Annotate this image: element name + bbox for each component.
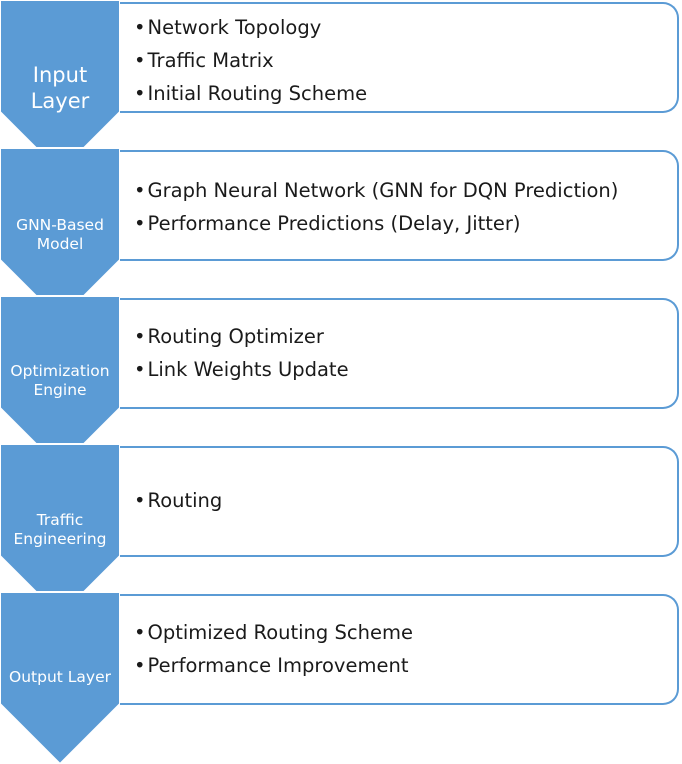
stage-label-line1: Output Layer — [9, 668, 111, 687]
list-item: Traffic Matrix — [120, 44, 677, 77]
list-item: Link Weights Update — [120, 353, 677, 386]
stage-label-line1: Traffic — [36, 510, 84, 529]
chevron-gnn-based-model — [0, 147, 121, 322]
stage-box-traffic-engineering: Routing — [120, 446, 679, 557]
stage-label-line1: Input — [32, 62, 88, 87]
stage-label-line2: Engineering — [13, 530, 107, 548]
list-item: Performance Improvement — [120, 649, 677, 682]
stage-label-line1: Optimization — [10, 361, 110, 380]
stage-label-line2: Model — [36, 235, 84, 253]
stage-label-line1: GNN-Based — [16, 215, 104, 234]
stage-box-gnn-based-model: Graph Neural Network (GNN for DQN Predic… — [120, 150, 679, 261]
list-item: Routing — [120, 484, 677, 517]
chevron-input-layer — [0, 0, 121, 174]
list-item: Network Topology — [120, 11, 677, 44]
list-item: Performance Predictions (Delay, Jitter) — [120, 207, 677, 240]
chevron-output-layer — [0, 591, 121, 764]
chevron-traffic-engineering — [0, 443, 121, 618]
list-item: Graph Neural Network (GNN for DQN Predic… — [120, 174, 677, 207]
list-item: Routing Optimizer — [120, 320, 677, 353]
list-item: Optimized Routing Scheme — [120, 616, 677, 649]
stage-label-line2: Engine — [33, 381, 87, 399]
stage-label-output-layer: Output Layer — [0, 658, 120, 698]
stage-box-output-layer: Optimized Routing Scheme Performance Imp… — [120, 594, 679, 705]
list-item: Initial Routing Scheme — [120, 77, 677, 110]
stage-box-optimization-engine: Routing Optimizer Link Weights Update — [120, 298, 679, 409]
stage-label-line2: Layer — [30, 89, 90, 113]
stage-box-input-layer: Network Topology Traffic Matrix Initial … — [120, 2, 679, 113]
chevron-optimization-engine — [0, 295, 121, 470]
